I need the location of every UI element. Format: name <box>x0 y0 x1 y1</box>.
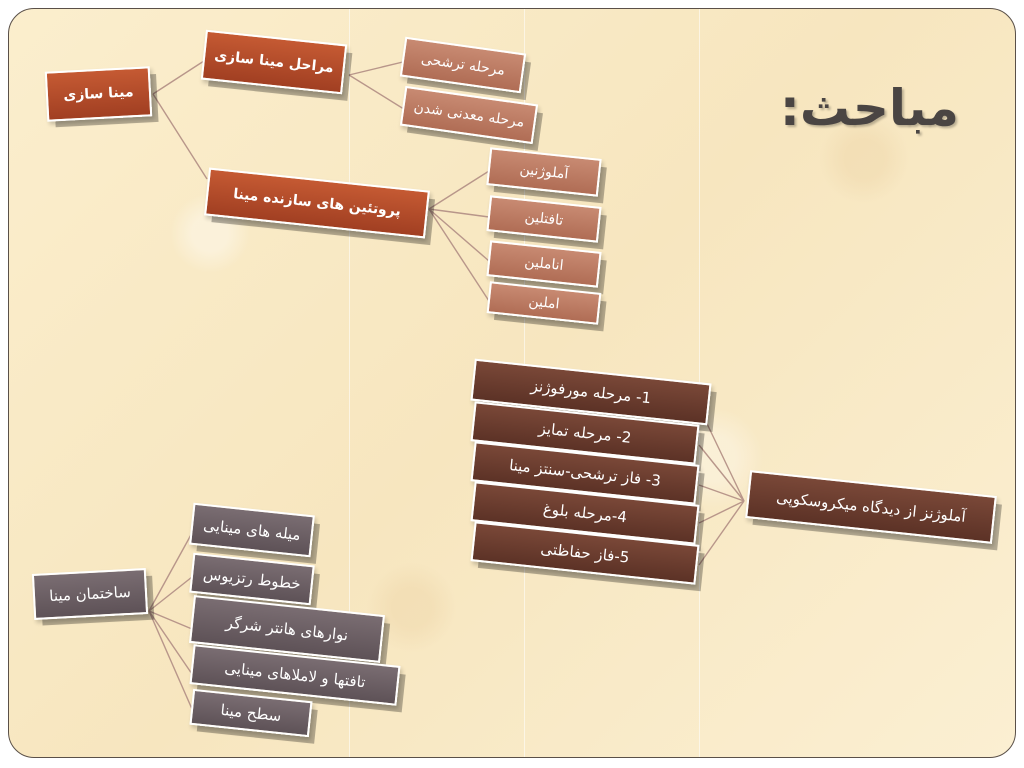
node-label: مرحله معدنی شدن <box>412 99 526 131</box>
connector-line <box>148 610 193 710</box>
diagram-connectors <box>148 58 745 710</box>
connector-line <box>428 208 490 218</box>
node-label: تافتها و لاملاهای مینایی <box>223 658 367 692</box>
connector-line <box>428 208 490 262</box>
node-label: سطح مینا <box>219 700 283 726</box>
node-label: 2- مرحله تمایز <box>537 419 633 447</box>
background-stripe <box>349 9 350 757</box>
connector-line <box>148 610 193 675</box>
connector-line <box>348 60 408 76</box>
connector-line <box>152 93 208 180</box>
node-label: 5-فاز حفاظتی <box>539 539 631 567</box>
connector-line <box>698 500 745 524</box>
node-label: 1- مرحله مورفوژنز <box>530 376 652 408</box>
connector-line <box>428 208 490 302</box>
node-label: آملوژنین <box>518 161 570 183</box>
connector-line <box>698 500 745 566</box>
node-label: نوارهای هانتر شرگر <box>224 613 350 645</box>
node-label: مرحله ترشحی <box>420 51 506 79</box>
node-label: 4-مرحله بلوغ <box>542 499 628 527</box>
enamel-structure-node[interactable]: ساختمان مینا <box>31 568 149 620</box>
node-label: املین <box>527 293 561 313</box>
connector-line <box>348 74 408 112</box>
node-label: ساختمان مینا <box>48 582 132 606</box>
node-label: آملوژنز از دیدگاه میکروسکوپی <box>775 488 967 526</box>
slide: مباحث: مینا سازی مراحل مینا سازی مرحله ت… <box>8 8 1016 758</box>
connector-line <box>148 576 193 612</box>
node-label: اناملین <box>523 254 565 274</box>
node-label: مینا سازی <box>63 84 134 104</box>
slide-title: مباحث: <box>779 79 959 137</box>
node-label: پروتئین های سازنده مینا <box>232 186 402 220</box>
node-label: 3- فاز ترشحی-سنتز مینا <box>508 456 662 490</box>
connector-line <box>428 170 490 210</box>
connector-line <box>698 484 745 502</box>
connector-line <box>148 532 193 612</box>
node-label: خطوط رتزیوس <box>202 564 302 594</box>
node-label: میله های مینایی <box>202 515 302 545</box>
node-label: تافتلین <box>523 209 565 229</box>
connector-line <box>698 444 745 502</box>
enamel-making-node[interactable]: مینا سازی <box>44 66 153 122</box>
connector-line <box>148 610 193 630</box>
node-label: مراحل مینا سازی <box>213 47 335 77</box>
connector-line <box>152 58 208 95</box>
